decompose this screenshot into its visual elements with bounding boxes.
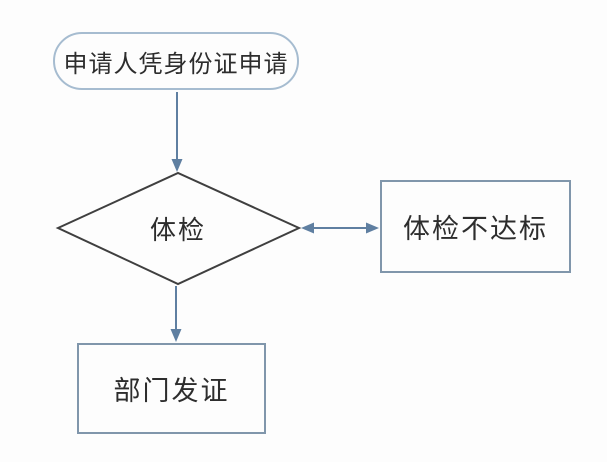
node-issue-label: 部门发证: [113, 376, 230, 406]
arrowhead-left-icon: [301, 222, 314, 234]
node-start-label: 申请人凭身份证申请: [63, 50, 289, 78]
arrowhead-right-icon: [366, 222, 379, 234]
arrowhead-down-icon: [170, 329, 182, 342]
node-decision-label: 体检: [149, 214, 206, 245]
arrow-start-to-decision: [171, 92, 183, 172]
arrow-decision-to-issue: [170, 286, 182, 342]
node-decision: 体检: [118, 210, 238, 246]
node-issue-process: 部门发证: [77, 343, 266, 434]
node-fail-label: 体检不达标: [403, 214, 548, 244]
node-start-terminator: 申请人凭身份证申请: [53, 32, 299, 90]
double-arrow-decision-to-fail: [301, 222, 379, 234]
node-fail-process: 体检不达标: [380, 180, 571, 273]
decision-diamond-shape: [55, 171, 302, 286]
arrowhead-down-icon: [171, 159, 183, 172]
